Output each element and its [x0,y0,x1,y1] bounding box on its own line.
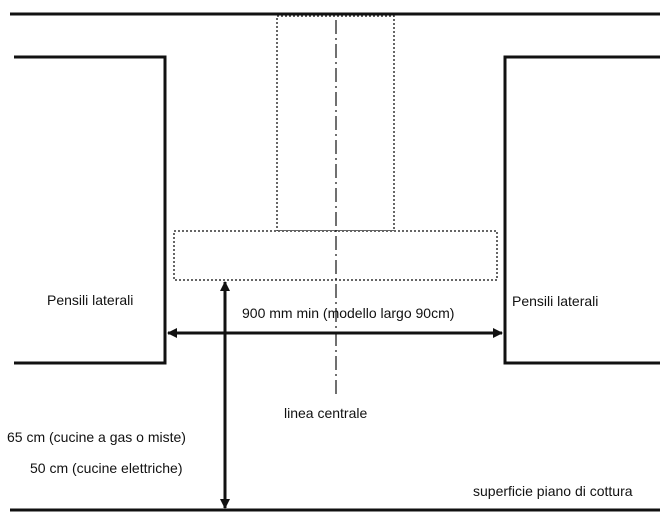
cooktop-surface-label: superficie piano di cottura [473,483,633,499]
hood-chimney [276,15,395,232]
right-wall-cabinet [503,55,660,365]
right-cabinets-label: Pensili laterali [512,293,598,309]
center-line-label: linea centrale [284,405,367,421]
width-dimension-label: 900 mm min (modello largo 90cm) [242,305,454,321]
height-gas-label: 65 cm (cucine a gas o miste) [7,429,186,445]
height-electric-label: 50 cm (cucine elettriche) [30,460,183,476]
left-cabinets-label: Pensili laterali [47,292,133,308]
left-wall-cabinet [14,55,167,365]
